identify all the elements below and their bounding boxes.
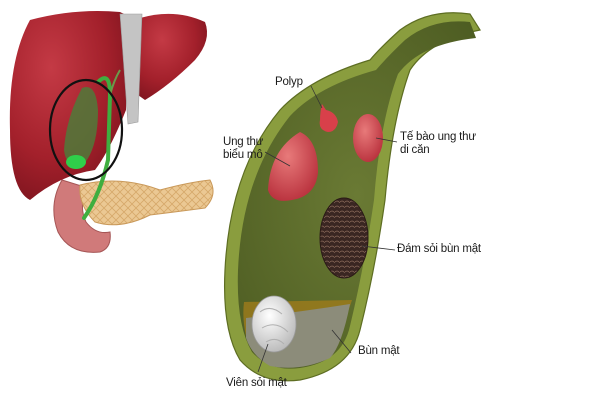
label-epithelial-cancer-line2: biểu mô [223,149,263,161]
bile-duct [82,76,113,220]
label-epithelial-cancer-line1: Ung thư [223,136,264,148]
gallbladder-lumen [237,21,476,369]
label-polyp: Polyp [275,76,303,88]
leader-sludge [331,329,352,354]
leader-epithelial [264,151,291,167]
gallbladder-cross-section [224,12,481,382]
gallbladder-fundus [66,155,86,169]
leader-polyp [310,85,323,109]
label-metastatic-cells: Tế bào ung thư di căn [400,131,476,157]
sludge-ball [319,197,369,279]
pancreas [79,179,214,226]
label-epithelial-cancer: Ung thư biểu mô [223,136,263,162]
label-sludge-ball: Đám sỏi bùn mật [397,243,481,255]
label-metastatic-line2: di căn [400,144,430,156]
liver-left-lobe [138,13,208,100]
liver-right-lobe [9,11,128,200]
label-metastatic-line1: Tế bào ung thư [400,131,476,143]
liver-overview [9,11,214,253]
label-gallstone: Viên sỏi mật [226,377,287,389]
epithelial-cancer-tumor [268,132,318,201]
polyp [319,104,338,132]
leader-sludge-ball [361,245,396,251]
leader-metastatic [375,137,398,143]
gallbladder-small [64,86,98,167]
label-sludge: Bùn mật [358,345,400,357]
falciform-ligament [119,13,143,125]
leader-gallstone [257,343,269,373]
metastatic-tumor [353,114,383,162]
highlight-circle [48,78,124,182]
gallstone [251,295,297,353]
